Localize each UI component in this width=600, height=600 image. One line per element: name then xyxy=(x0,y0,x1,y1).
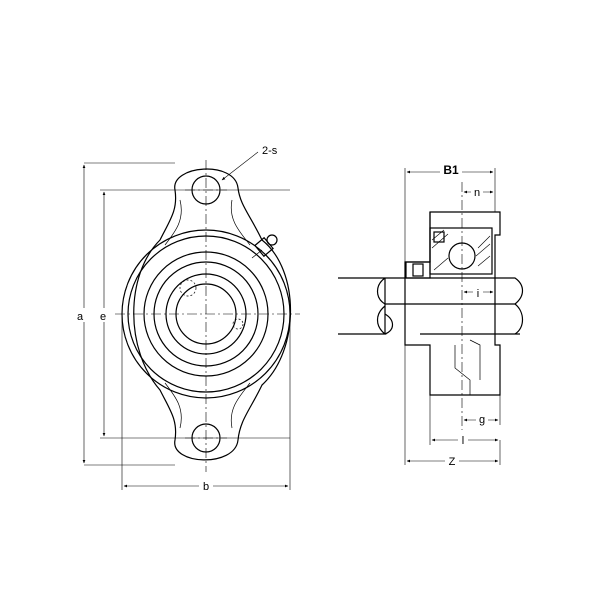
dim-g-label-bg xyxy=(476,411,488,425)
dim-n-label-bg xyxy=(471,184,483,198)
dim-b1-label-bg xyxy=(440,162,462,176)
dim-g-label: g xyxy=(479,414,485,426)
housing-inner-step xyxy=(454,345,471,395)
flange-inner-contour xyxy=(164,199,251,429)
dim-2s-leader xyxy=(221,151,259,181)
dim-b-label-bg xyxy=(199,478,213,492)
set-screw-side xyxy=(232,318,244,330)
shaft-break-curve xyxy=(384,313,394,335)
dim-e-label-bg xyxy=(96,308,110,322)
dim-l-label-bg xyxy=(458,432,468,446)
bearing-section xyxy=(429,227,493,275)
dim-b-label: b xyxy=(203,481,209,493)
side-view: B1 n i g l Z xyxy=(338,162,524,468)
dim-i-label-bg xyxy=(473,285,483,299)
set-screw xyxy=(412,263,424,277)
dim-e-label: e xyxy=(100,311,106,323)
dim-2s-label: 2-s xyxy=(262,145,278,157)
flange-outline xyxy=(133,168,292,461)
dim-z-label-bg xyxy=(445,453,459,467)
grease-nipple xyxy=(251,234,278,259)
dim-i-label: i xyxy=(477,288,479,300)
bearing-hatch xyxy=(431,229,491,271)
dim-l-label: l xyxy=(462,435,464,447)
dim-a-label-bg xyxy=(74,308,88,322)
seal-top xyxy=(433,231,445,243)
housing-inner-rib xyxy=(469,339,481,380)
locking-collar xyxy=(405,261,431,279)
dim-a-label: a xyxy=(77,311,84,323)
set-screw-top xyxy=(179,279,197,297)
shaft-end-curve xyxy=(514,303,524,335)
dim-n-label: n xyxy=(474,187,480,199)
dim-b1-label: B1 xyxy=(443,163,459,177)
front-view: a e b 2-s xyxy=(74,145,300,493)
dim-z-label: Z xyxy=(449,456,456,468)
